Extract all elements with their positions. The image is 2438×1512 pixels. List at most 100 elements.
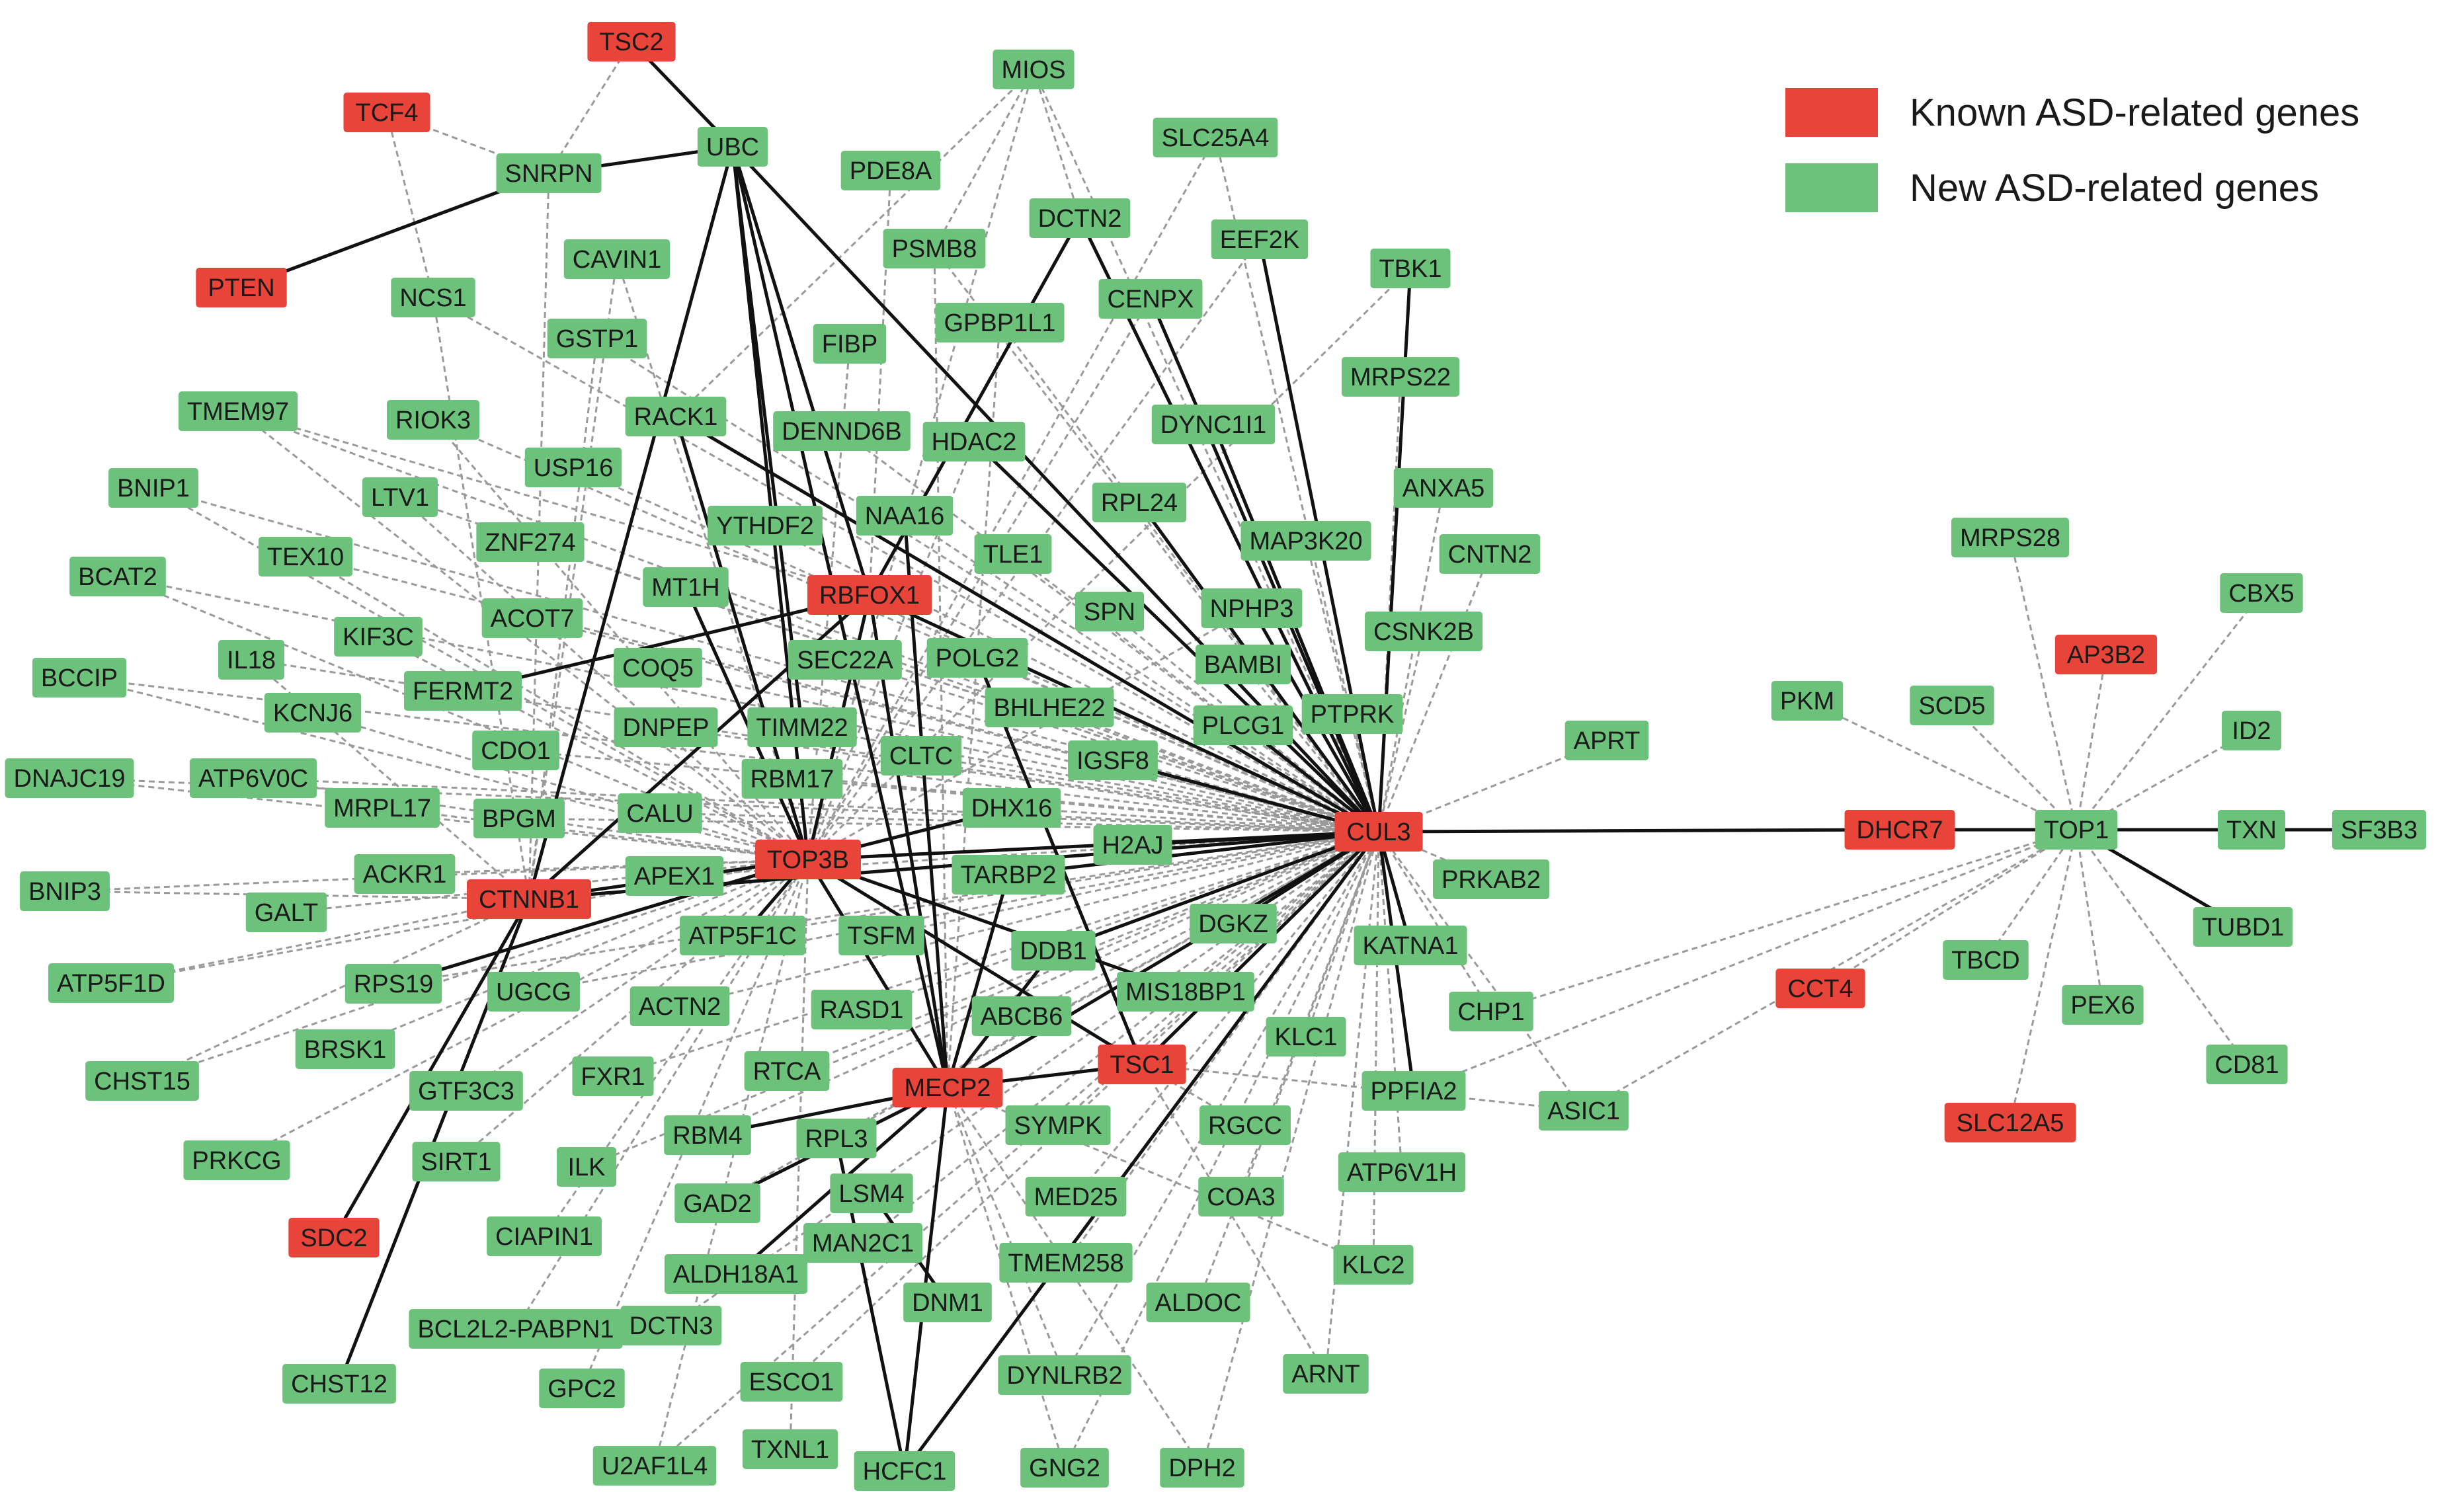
gene-node-box bbox=[708, 506, 823, 545]
gene-node-label: KCNJ6 bbox=[273, 699, 352, 727]
gene-node-box bbox=[614, 648, 702, 688]
dashed-edge-tbk1-top3b bbox=[807, 267, 1412, 861]
gene-node-box bbox=[1844, 810, 1955, 850]
gene-node-katna1: KATNA1 bbox=[1354, 926, 1467, 965]
gene-node-label: CHP1 bbox=[1457, 998, 1524, 1026]
gene-node-label: TXNL1 bbox=[751, 1436, 829, 1464]
gene-node-label: NPHP3 bbox=[1210, 595, 1294, 623]
gene-node-tmem258: TMEM258 bbox=[999, 1243, 1133, 1283]
gene-node-label: EEF2K bbox=[1220, 226, 1299, 254]
dashed-edge-fxr1-cul3 bbox=[612, 830, 1379, 1078]
gene-node-label: TSC2 bbox=[599, 28, 663, 56]
gene-node-dctn3: DCTN3 bbox=[620, 1306, 722, 1345]
gene-node-box bbox=[1338, 1152, 1466, 1192]
gene-node-box bbox=[1301, 694, 1403, 734]
gene-node-sf3b3: SF3B3 bbox=[2332, 810, 2427, 850]
gene-node-box bbox=[620, 1306, 722, 1345]
gene-node-galt: GALT bbox=[245, 893, 327, 932]
gene-node-box bbox=[1449, 992, 1533, 1031]
gene-node-usp16: USP16 bbox=[524, 448, 622, 487]
gene-node-label: SIRT1 bbox=[421, 1148, 491, 1176]
gene-node-rgcc: RGCC bbox=[1199, 1105, 1291, 1145]
gene-node-box bbox=[409, 1309, 623, 1349]
gene-node-dnm1: DNM1 bbox=[903, 1283, 992, 1322]
gene-node-label: BCL2L2-PABPN1 bbox=[417, 1316, 614, 1343]
legend-swatch-known bbox=[1785, 88, 1878, 137]
gene-node-box bbox=[473, 799, 565, 838]
solid-edge-cul3-rbfox1 bbox=[868, 593, 1380, 834]
gene-node-label: FXR1 bbox=[581, 1063, 645, 1091]
gene-node-box bbox=[1433, 859, 1549, 899]
gene-node-box bbox=[880, 736, 962, 776]
gene-node-box bbox=[1092, 483, 1187, 522]
gene-node-bpgm: BPGM bbox=[473, 799, 565, 838]
gene-node-label: NCS1 bbox=[399, 284, 466, 312]
gene-node-gpbp1l1: GPBP1L1 bbox=[935, 303, 1065, 342]
gene-node-box bbox=[2054, 635, 2158, 674]
gene-node-eef2k: EEF2K bbox=[1211, 219, 1309, 259]
dashed-edge-bcat2-top3b bbox=[117, 575, 809, 861]
gene-node-label: PTEN bbox=[208, 274, 274, 302]
gene-node-tarbp2: TARBP2 bbox=[952, 855, 1065, 895]
gene-node-box bbox=[993, 50, 1075, 89]
gene-node-box bbox=[539, 1369, 625, 1408]
solid-edge-top3b-mecp2 bbox=[806, 858, 950, 1089]
solid-edge-rack1-cul3 bbox=[674, 415, 1380, 834]
gene-node-box bbox=[807, 575, 932, 615]
gene-node-mis18bp1: MIS18BP1 bbox=[1117, 972, 1254, 1012]
gene-node-box bbox=[472, 731, 559, 770]
gene-node-label: DNPEP bbox=[623, 714, 710, 742]
gene-node-box bbox=[1029, 198, 1131, 238]
gene-node-box bbox=[1283, 1354, 1369, 1394]
gene-node-box bbox=[679, 916, 806, 955]
gene-node-rbfox1: RBFOX1 bbox=[807, 575, 932, 615]
gene-node-pkm: PKM bbox=[1771, 681, 1844, 721]
gene-node-bambi: BAMBI bbox=[1195, 645, 1291, 684]
gene-node-box bbox=[1771, 681, 1844, 721]
gene-node-box bbox=[962, 788, 1061, 828]
gene-node-box bbox=[2222, 711, 2281, 750]
gene-node-label: BCAT2 bbox=[78, 563, 157, 591]
dashed-edge-aldoc-cul3 bbox=[1197, 831, 1380, 1303]
gene-node-box bbox=[1151, 405, 1276, 444]
solid-edge-cul3-tarbp2 bbox=[1008, 830, 1379, 877]
gene-node-label: PTPRK bbox=[1311, 701, 1395, 729]
solid-edge-layer bbox=[241, 40, 2379, 1472]
gene-node-label: DYNC1I1 bbox=[1160, 411, 1267, 439]
dashed-edge-mios-rack1 bbox=[674, 68, 1035, 418]
gene-node-box bbox=[325, 788, 440, 828]
gene-node-label: LSM4 bbox=[838, 1180, 904, 1208]
gene-node-coa3: COA3 bbox=[1198, 1177, 1284, 1216]
dashed-edge-mios-dctn2 bbox=[1032, 69, 1081, 219]
gene-node-box bbox=[697, 127, 768, 167]
gene-node-spn: SPN bbox=[1075, 592, 1145, 631]
gene-node-box bbox=[1193, 705, 1293, 745]
solid-edge-ubc-rbfox1 bbox=[731, 146, 872, 596]
gene-node-riok3: RIOK3 bbox=[386, 400, 480, 440]
solid-edge-cul3-tsc1 bbox=[1141, 830, 1380, 1066]
gene-node-box bbox=[404, 671, 522, 711]
gene-node-kif3c: KIF3C bbox=[334, 617, 423, 657]
gene-node-aprt: APRT bbox=[1564, 721, 1649, 760]
gene-node-box bbox=[2062, 985, 2144, 1025]
gene-node-label: CIAPIN1 bbox=[495, 1223, 593, 1251]
gene-node-tmem97: TMEM97 bbox=[178, 391, 298, 431]
gene-node-asic1: ASIC1 bbox=[1539, 1091, 1629, 1131]
gene-node-box bbox=[935, 303, 1065, 342]
gene-node-label: GALT bbox=[255, 899, 318, 927]
dashed-edge-cct4-top1 bbox=[1820, 828, 2077, 990]
gene-node-label: PSMB8 bbox=[892, 235, 977, 263]
gene-node-label: TCF4 bbox=[356, 99, 419, 127]
gene-node-label: MIS18BP1 bbox=[1125, 978, 1246, 1006]
dashed-edge-atp5f1d-ctnnb1 bbox=[110, 898, 530, 984]
gene-node-label: ARNT bbox=[1291, 1361, 1360, 1388]
gene-node-label: MRPS28 bbox=[1960, 524, 2060, 552]
dashed-edge-top1-chp1 bbox=[1490, 828, 2077, 1013]
gene-node-label: FIBP bbox=[822, 331, 877, 358]
gene-node-mecp2: MECP2 bbox=[892, 1068, 1003, 1107]
gene-node-box bbox=[755, 840, 861, 879]
gene-node-sdc2: SDC2 bbox=[288, 1218, 380, 1257]
dashed-edge-dph2-cul3 bbox=[1201, 831, 1380, 1468]
gene-node-label: TBK1 bbox=[1379, 255, 1442, 283]
gene-node-label: SDC2 bbox=[300, 1224, 367, 1252]
